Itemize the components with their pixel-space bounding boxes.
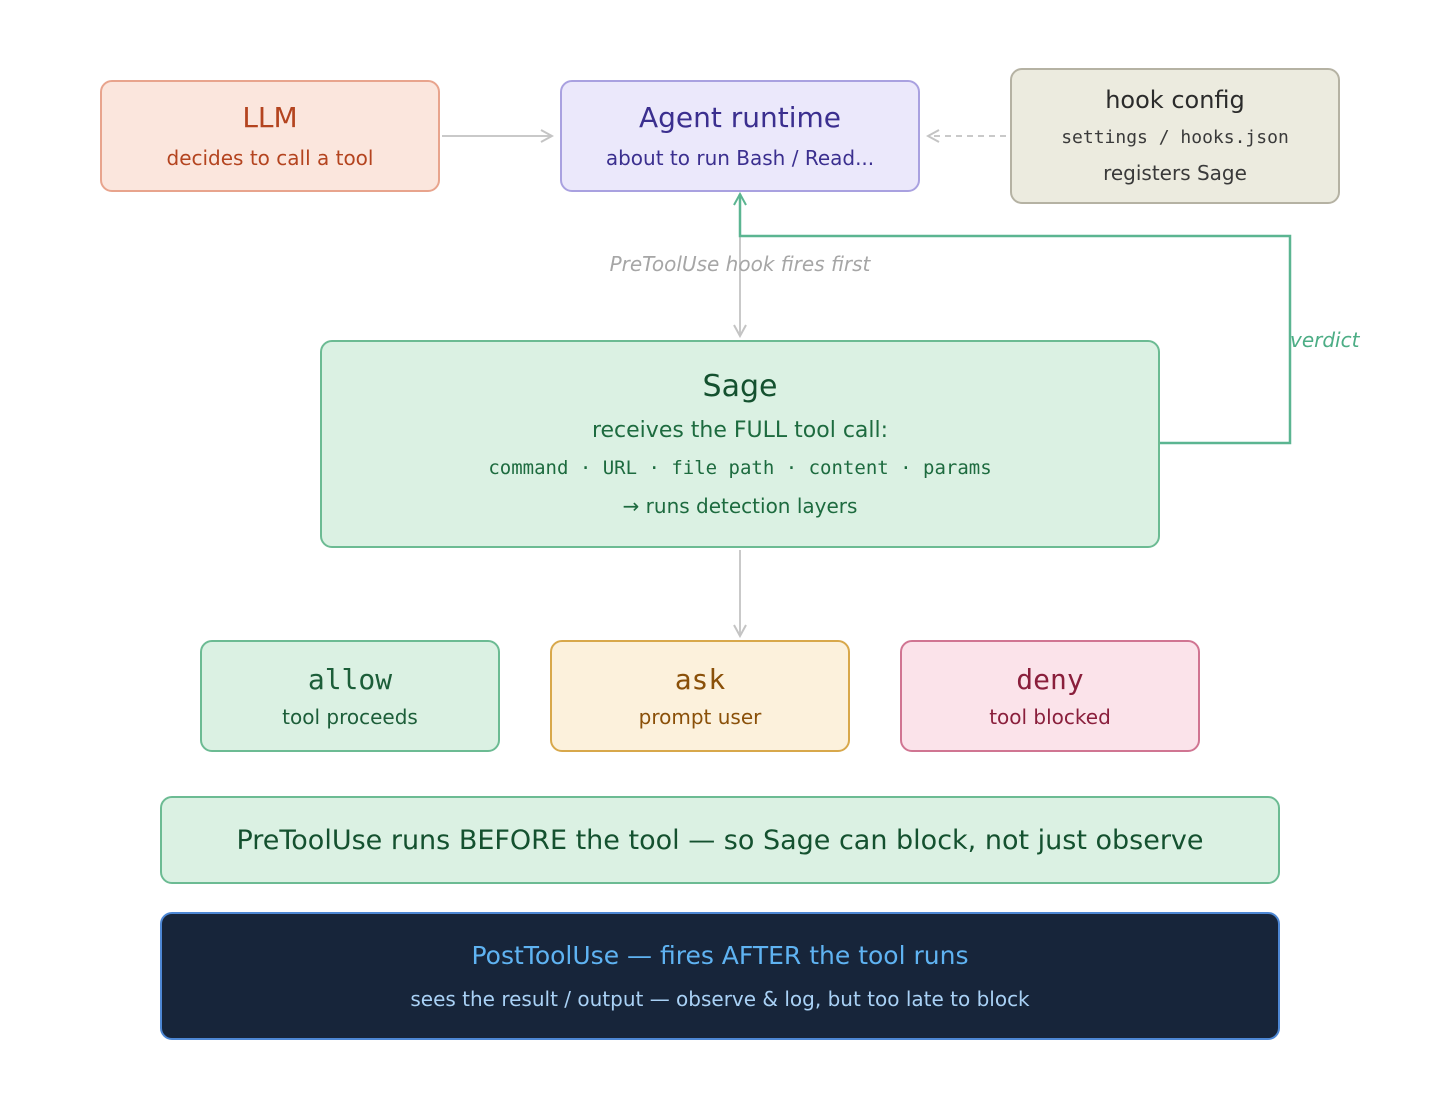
verdict-deny-node: deny tool blocked xyxy=(900,640,1200,752)
post-subtitle: sees the result / output — observe & log… xyxy=(410,986,1030,1011)
allow-title: allow xyxy=(307,662,393,696)
llm-node: LLM decides to call a tool xyxy=(100,80,440,192)
verdict-allow-node: allow tool proceeds xyxy=(200,640,500,752)
verdict-edge-label: verdict xyxy=(1290,328,1360,352)
deny-subtitle: tool blocked xyxy=(989,704,1111,729)
agent-subtitle: about to run Bash / Read... xyxy=(605,145,875,170)
sage-fields: command · URL · file path · content · pa… xyxy=(488,457,992,479)
posttooluse-panel: PostToolUse — fires AFTER the tool runs … xyxy=(160,912,1280,1040)
allow-subtitle: tool proceeds xyxy=(282,704,418,729)
sage-title: Sage xyxy=(702,369,778,404)
agent-runtime-node: Agent runtime about to run Bash / Read..… xyxy=(560,80,920,192)
ask-title: ask xyxy=(674,662,726,696)
hook-subtitle: registers Sage xyxy=(1103,160,1247,185)
deny-title: deny xyxy=(1016,662,1084,696)
note-text: PreToolUse runs BEFORE the tool — so Sag… xyxy=(236,824,1204,856)
post-title: PostToolUse — fires AFTER the tool runs xyxy=(471,940,969,970)
pretooluse-note: PreToolUse runs BEFORE the tool — so Sag… xyxy=(160,796,1280,884)
ask-subtitle: prompt user xyxy=(638,704,762,729)
hook-path: settings / hooks.json xyxy=(1061,127,1289,149)
hook-config-node: hook config settings / hooks.json regist… xyxy=(1010,68,1340,204)
verdict-ask-node: ask prompt user xyxy=(550,640,850,752)
hook-title: hook config xyxy=(1105,86,1245,115)
agent-title: Agent runtime xyxy=(638,101,842,135)
llm-subtitle: decides to call a tool xyxy=(166,145,374,170)
llm-title: LLM xyxy=(242,101,298,135)
sage-detail: → runs detection layers xyxy=(622,494,858,518)
sage-node: Sage receives the FULL tool call: comman… xyxy=(320,340,1160,548)
pretooluse-edge-label: PreToolUse hook fires first xyxy=(609,252,871,276)
sage-subtitle: receives the FULL tool call: xyxy=(591,418,889,443)
